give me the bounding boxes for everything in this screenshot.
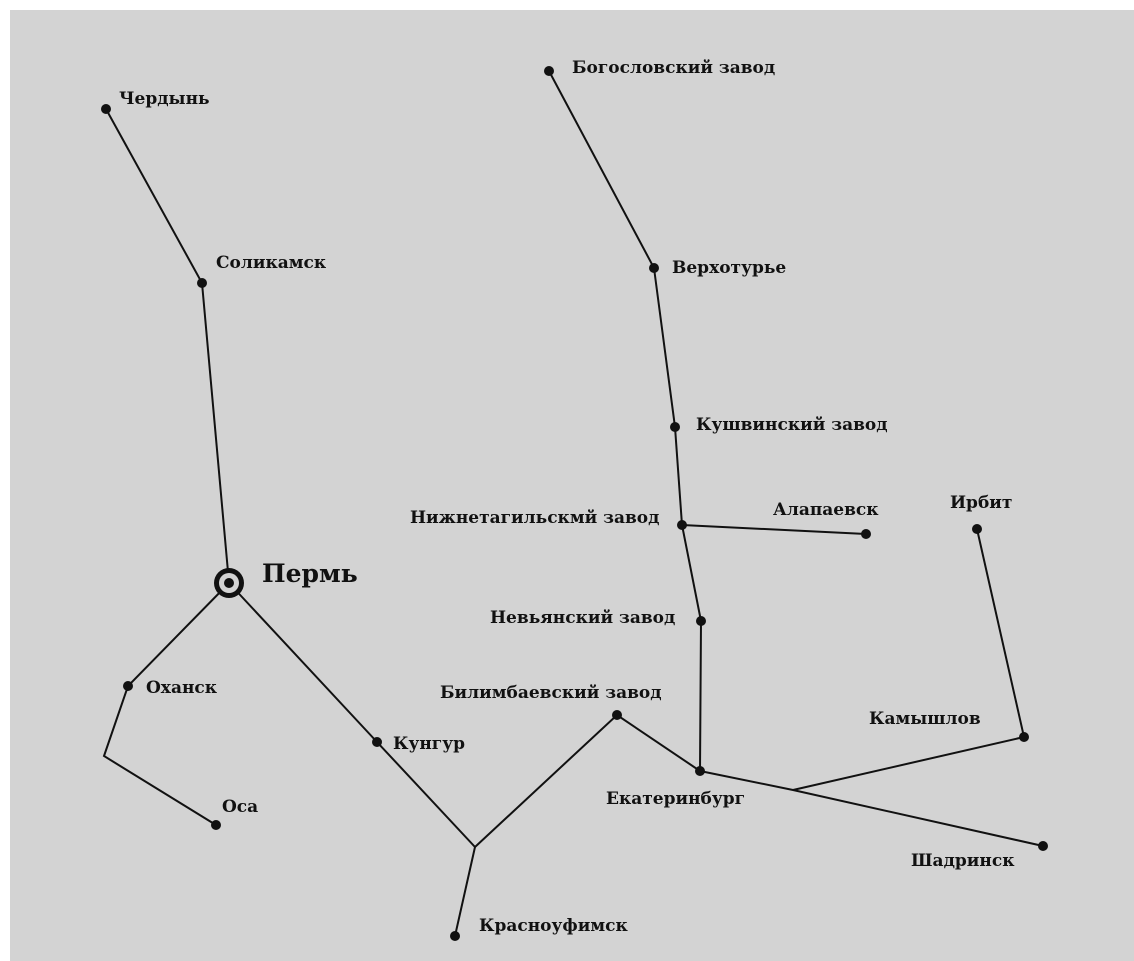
capital-circle-icon [214,568,244,598]
city-label-solikamsk: Соликамск [216,253,327,273]
city-label-kamyshlov: Камышлов [869,709,981,729]
city-dot-shadrinsk [1038,841,1048,851]
route-perm-krasnoufimsk [228,582,477,937]
city-label-cherdyn: Чердынь [119,89,210,109]
city-label-yekaterinburg: Екатеринбург [606,789,745,809]
city-label-bilimbaevsky: Билимбаевский завод [440,683,662,703]
route-perm-okhansk-osa [102,582,230,826]
city-dot-nevyansky [696,616,706,626]
route-yekaterinburg-bogoslovsky [548,70,703,772]
map-background [10,10,1134,961]
city-label-okhansk: Оханск [146,678,218,698]
capital-label-perm: Пермь [262,559,358,588]
city-label-nevyansky: Невьянский завод [490,608,675,628]
city-dot-kamyshlov [1019,732,1029,742]
route-nizhnetagilsky-alapaevsk [681,524,867,535]
city-dot-osa [211,820,221,830]
city-dot-yekaterinburg [695,766,705,776]
city-dot-nizhnetagilsky [677,520,687,530]
city-label-osa: Оса [222,797,258,817]
city-dot-krasnoufimsk [450,931,460,941]
routes [102,70,1044,937]
city-dot-kushvinsky [670,422,680,432]
city-labels: Пермь Чердынь Соликамск Оханск Оса Кунгу… [119,58,1015,936]
city-label-shadrinsk: Шадринск [911,851,1015,871]
city-label-alapaevsk: Алапаевск [773,500,879,520]
city-dot-solikamsk [197,278,207,288]
city-label-nizhnetagilsky: Нижнетагильскмй завод [410,508,659,528]
city-label-bogoslovsky: Богословский завод [572,58,775,78]
city-label-krasnoufimsk: Красноуфимск [479,916,628,936]
city-label-verkhoturye: Верхотурье [672,258,786,278]
city-dots [101,66,1048,941]
city-dot-bilimbaevsky [612,710,622,720]
city-dot-verkhoturye [649,263,659,273]
city-dot-bogoslovsky [544,66,554,76]
city-label-kungur: Кунгур [393,734,465,754]
city-dot-cherdyn [101,104,111,114]
city-dot-okhansk [123,681,133,691]
city-label-irbit: Ирбит [950,493,1012,513]
city-dot-alapaevsk [861,529,871,539]
city-label-kushvinsky: Кушвинский завод [696,415,888,435]
city-dot-irbit [972,524,982,534]
city-dot-kungur [372,737,382,747]
